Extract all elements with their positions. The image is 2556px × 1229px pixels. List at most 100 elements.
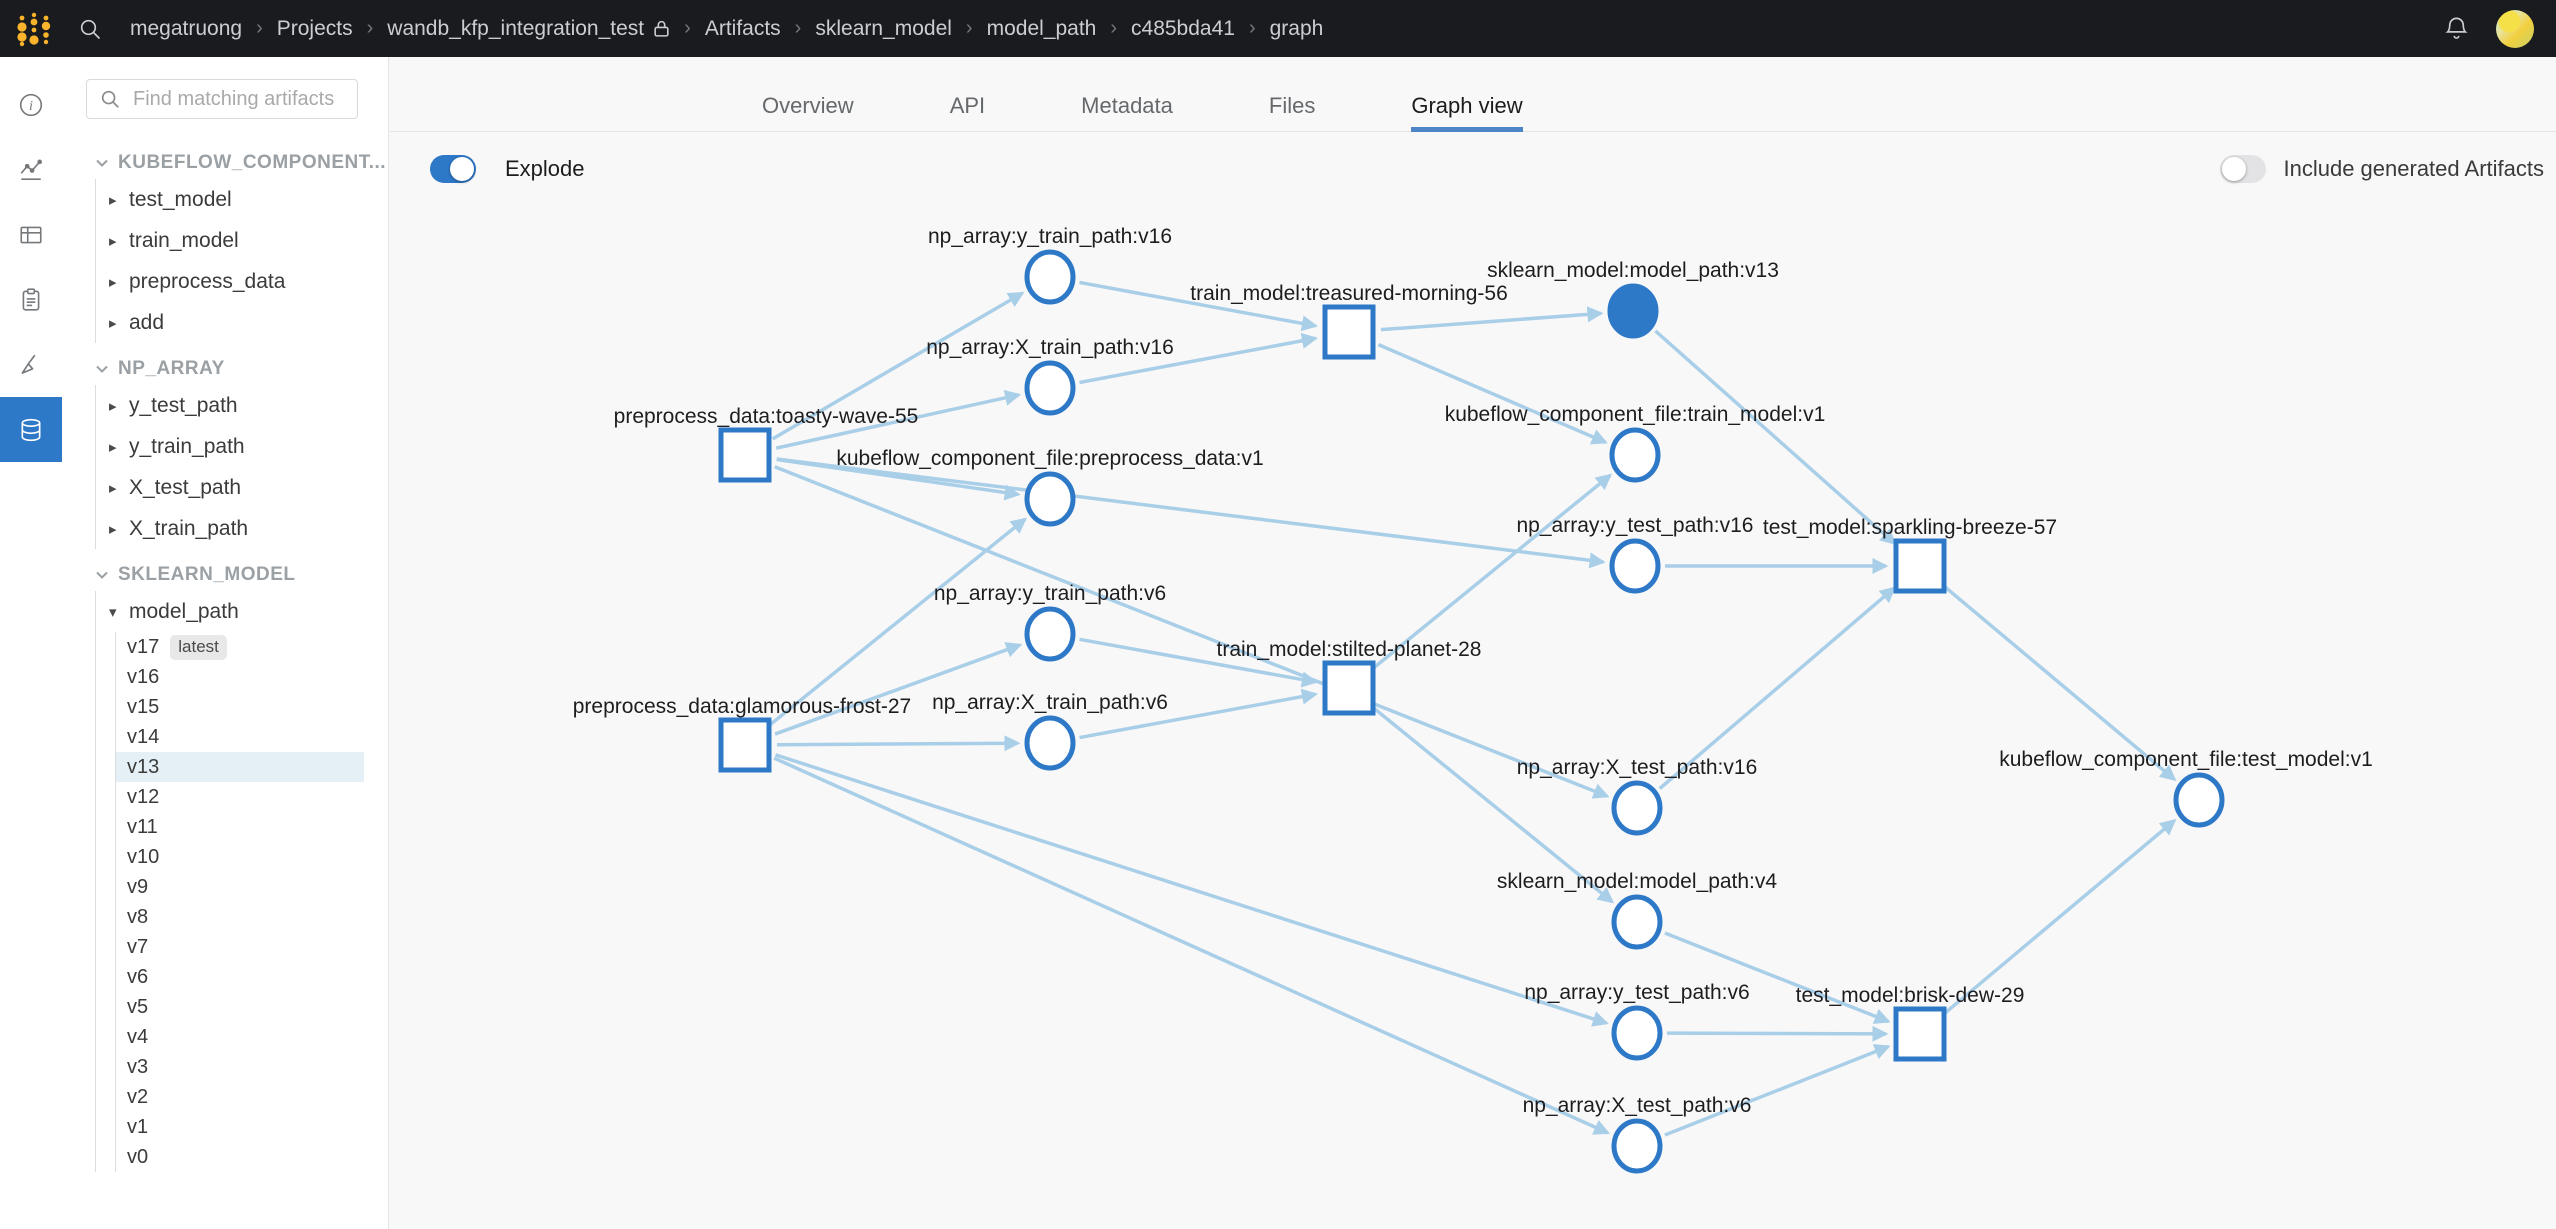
version-row-v3[interactable]: v3 — [116, 1052, 364, 1082]
graph-edge-G-C — [768, 517, 1027, 727]
tree-item-preprocess_data[interactable]: ▸preprocess_data — [96, 261, 388, 302]
tree-item-train_model[interactable]: ▸train_model — [96, 220, 388, 261]
toggle-knob — [450, 157, 474, 181]
tree-item-y_test_path[interactable]: ▸y_test_path — [96, 385, 388, 426]
breadcrumb-item[interactable]: graph — [1269, 16, 1324, 40]
artifact-tab-bar: Overview API Metadata Files Graph view — [390, 57, 2556, 132]
include-generated-artifacts-toggle[interactable] — [2219, 155, 2266, 183]
version-row-v15[interactable]: v15 — [116, 692, 364, 722]
wandb-logo[interactable] — [16, 11, 52, 47]
graph-node-np_array:X_test_path:v6[interactable] — [1611, 1118, 1663, 1174]
graph-node-np_array:X_train_path:v6[interactable] — [1024, 715, 1076, 771]
nav-charts-icon[interactable] — [0, 137, 62, 202]
graph-node-kubeflow_component_file:test_model:v1[interactable] — [2173, 772, 2225, 828]
version-row-v5[interactable]: v5 — [116, 992, 364, 1022]
graph-node-np_array:X_test_path:v16[interactable] — [1611, 780, 1663, 836]
primary-nav-rail: i — [0, 57, 63, 1229]
triangle-right-icon: ▸ — [109, 397, 117, 415]
version-row-v1[interactable]: v1 — [116, 1112, 364, 1142]
version-label: v16 — [127, 665, 160, 688]
explode-toggle[interactable] — [430, 155, 476, 183]
tree-item-model_path[interactable]: ▾model_path — [96, 591, 388, 632]
nav-info-icon[interactable]: i — [0, 72, 62, 137]
graph-edge-E-I — [1079, 688, 1318, 740]
graph-edge-G-P — [773, 756, 1611, 1135]
version-label: v11 — [127, 815, 158, 838]
graph-node-label: np_array:y_train_path:v16 — [928, 225, 1172, 248]
graph-node-label: train_model:treasured-morning-56 — [1190, 282, 1508, 305]
version-row-v0[interactable]: v0 — [116, 1142, 364, 1172]
graph-edge-I-K — [1372, 473, 1613, 670]
graph-node-train_model:stilted-planet-28[interactable] — [1322, 660, 1376, 716]
graph-node-sklearn_model:model_path:v4[interactable] — [1611, 894, 1663, 950]
tab-overview[interactable]: Overview — [762, 93, 854, 118]
tab-graph-view[interactable]: Graph view — [1411, 93, 1523, 132]
version-row-v12[interactable]: v12 — [116, 782, 364, 812]
breadcrumb-item[interactable]: Projects — [276, 16, 353, 40]
tree-item-y_train_path[interactable]: ▸y_train_path — [96, 426, 388, 467]
version-row-v8[interactable]: v8 — [116, 902, 364, 932]
tree-item-test_model[interactable]: ▸test_model — [96, 179, 388, 220]
tree-item-add[interactable]: ▸add — [96, 302, 388, 343]
nav-artifacts-icon[interactable] — [0, 397, 62, 462]
graph-node-label: kubeflow_component_file:test_model:v1 — [1999, 748, 2373, 771]
graph-node-preprocess_data:glamorous-frost-27[interactable] — [718, 717, 772, 773]
nav-sweeps-icon[interactable] — [0, 332, 62, 397]
graph-node-test_model:brisk-dew-29[interactable] — [1893, 1006, 1947, 1062]
graph-edge-I-N — [1372, 706, 1615, 904]
graph-edge-J-Q — [1654, 329, 1897, 546]
breadcrumb-item[interactable]: sklearn_model — [815, 16, 952, 40]
graph-node-label: np_array:y_train_path:v6 — [934, 582, 1166, 605]
bell-icon[interactable] — [2443, 15, 2470, 42]
tab-metadata[interactable]: Metadata — [1081, 93, 1173, 118]
breadcrumb-item[interactable]: wandb_kfp_integration_test — [387, 16, 645, 40]
tab-api[interactable]: API — [949, 93, 986, 118]
nav-tables-icon[interactable] — [0, 202, 62, 267]
version-row-v7[interactable]: v7 — [116, 932, 364, 962]
tree-section-np-array[interactable]: NP_ARRAY — [62, 355, 388, 383]
version-row-v9[interactable]: v9 — [116, 872, 364, 902]
graph-edge-G-O — [774, 753, 1609, 1027]
graph-node-np_array:y_test_path:v16[interactable] — [1609, 538, 1661, 594]
triangle-right-icon: ▸ — [109, 520, 117, 538]
version-row-v2[interactable]: v2 — [116, 1082, 364, 1112]
breadcrumb-item[interactable]: c485bda41 — [1131, 16, 1235, 40]
graph-node-np_array:y_test_path:v6[interactable] — [1611, 1005, 1663, 1061]
tree-item-X_test_path[interactable]: ▸X_test_path — [96, 467, 388, 508]
version-row-v6[interactable]: v6 — [116, 962, 364, 992]
breadcrumb-item[interactable]: megatruong — [130, 16, 243, 40]
graph-node-test_model:sparkling-breeze-57[interactable] — [1893, 538, 1947, 594]
avatar[interactable] — [2496, 9, 2534, 48]
graph-node-label: sklearn_model:model_path:v13 — [1487, 259, 1779, 282]
global-search-icon[interactable] — [78, 17, 102, 41]
graph-node-kubeflow_component_file:preprocess_data:v1[interactable] — [1024, 471, 1076, 527]
version-row-v10[interactable]: v10 — [116, 842, 364, 872]
graph-node-np_array:y_train_path:v16[interactable] — [1024, 249, 1076, 305]
graph-node-sklearn_model:model_path:v13[interactable] — [1607, 283, 1659, 339]
chevron-down-icon — [95, 362, 109, 376]
search-icon — [101, 90, 119, 108]
breadcrumb-item[interactable]: model_path — [986, 16, 1097, 40]
graph-node-np_array:X_train_path:v16[interactable] — [1024, 360, 1076, 416]
triangle-right-icon: ▸ — [109, 479, 117, 497]
artifact-search-input[interactable] — [131, 86, 357, 112]
graph-node-preprocess_data:toasty-wave-55[interactable] — [718, 427, 772, 483]
tree-section-sklearn-model[interactable]: SKLEARN_MODEL — [62, 561, 388, 589]
graph-node-train_model:treasured-morning-56[interactable] — [1322, 304, 1376, 360]
tree-item-label: model_path — [129, 599, 239, 623]
version-row-v4[interactable]: v4 — [116, 1022, 364, 1052]
tree-item-X_train_path[interactable]: ▸X_train_path — [96, 508, 388, 549]
tab-files[interactable]: Files — [1268, 93, 1316, 118]
graph-node-kubeflow_component_file:train_model:v1[interactable] — [1609, 427, 1661, 483]
version-row-v14[interactable]: v14 — [116, 722, 364, 752]
graph-edge-H-K — [1377, 343, 1608, 445]
version-row-v13[interactable]: v13 — [116, 752, 364, 782]
graph-node-np_array:y_train_path:v6[interactable] — [1024, 606, 1076, 662]
version-row-v11[interactable]: v11 — [116, 812, 364, 842]
version-row-v16[interactable]: v16 — [116, 662, 364, 692]
triangle-right-icon: ▸ — [109, 191, 117, 209]
breadcrumb-item[interactable]: Artifacts — [704, 16, 781, 40]
tree-section-kubeflow-component-[interactable]: KUBEFLOW_COMPONENT... — [62, 149, 388, 177]
nav-reports-icon[interactable] — [0, 267, 62, 332]
